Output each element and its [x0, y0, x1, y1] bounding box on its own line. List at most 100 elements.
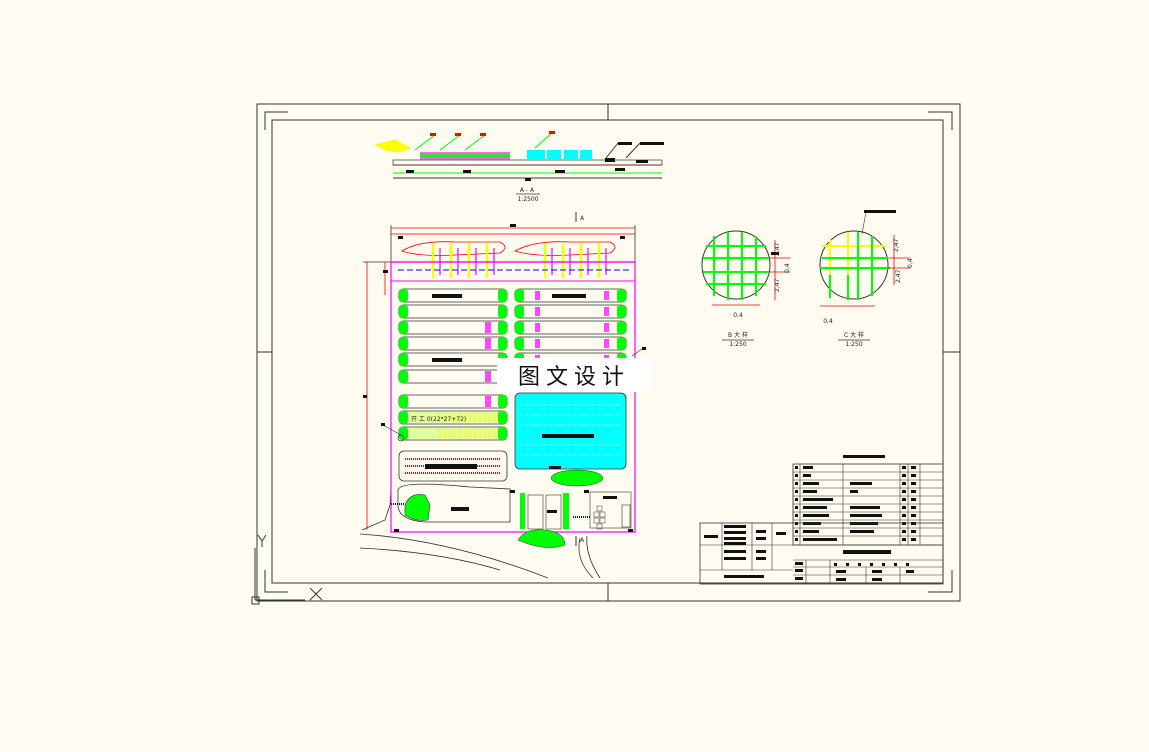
storage-yards: 开 工 0(22*27+72)	[398, 288, 627, 441]
yard-row	[514, 288, 627, 303]
yard-label-bar	[552, 294, 586, 298]
title-block-cell	[803, 530, 819, 533]
title-block-cell	[902, 498, 906, 501]
yard-label-bar	[432, 294, 462, 298]
yard-end	[399, 370, 408, 383]
yard-end	[498, 411, 507, 424]
title-block-cell	[902, 538, 906, 541]
detail-c-dim-bottom: 0,4	[823, 318, 833, 325]
yard-crane	[535, 291, 540, 300]
ship-berths	[391, 241, 635, 282]
section-marker-bottom: A	[580, 537, 585, 544]
detail-b-dim-mid: 2,47	[774, 278, 781, 292]
title-block-cell	[902, 474, 906, 477]
car-yard	[398, 450, 508, 482]
title-block-cell	[902, 490, 906, 493]
yard-crane	[604, 323, 609, 332]
title-block-cell	[911, 490, 916, 493]
yard-end	[498, 305, 507, 318]
title-block-cell	[803, 490, 817, 493]
gate-area	[391, 483, 632, 548]
yard-end	[515, 321, 524, 334]
detail-b-dim-bottom: 0,4	[733, 312, 743, 319]
yard-end	[617, 337, 626, 350]
title-block-cell	[911, 466, 916, 469]
detail-c-scale: 1:250	[845, 341, 862, 348]
ucs-icon	[251, 534, 323, 605]
yard-end	[515, 337, 524, 350]
container-yard	[514, 392, 627, 487]
title-block-cell	[850, 482, 872, 485]
yard-crane	[485, 338, 491, 349]
yard-outline	[398, 304, 508, 319]
title-block-cell	[902, 514, 906, 517]
section-a-a: A - A 1:2500	[374, 131, 664, 203]
title-block-cell	[803, 538, 837, 541]
yard-end	[498, 321, 507, 334]
title-block-cell	[902, 506, 906, 509]
yard-end	[498, 289, 507, 302]
yard-crane	[485, 371, 491, 382]
yard-row	[398, 288, 508, 303]
title-block-cell	[911, 530, 916, 533]
title-block-cell	[795, 482, 798, 485]
title-block-cell	[911, 474, 916, 477]
watermark-label: 图文设计	[497, 358, 651, 392]
title-block-cell	[803, 498, 833, 501]
yard-end	[399, 337, 408, 350]
title-block-cell	[795, 498, 798, 501]
yard-row	[398, 394, 508, 409]
section-cranes	[374, 131, 664, 181]
yard-end	[399, 321, 408, 334]
yard-end	[515, 305, 524, 318]
yard-end	[498, 427, 507, 440]
title-block-cell	[850, 506, 880, 509]
yard-end	[399, 395, 408, 408]
title-block-cell	[850, 490, 858, 493]
yard-row	[514, 320, 627, 335]
section-marker-top: A	[580, 215, 585, 222]
title-block-cell	[902, 466, 906, 469]
title-block-cell	[795, 538, 798, 541]
yard-crane	[604, 339, 609, 348]
drawing-frame	[256, 103, 961, 602]
yard-outline	[514, 320, 627, 335]
title-block-cell	[911, 482, 916, 485]
detail-b-scale: 1:250	[729, 341, 746, 348]
title-block-cell	[911, 522, 916, 525]
title-block-cell	[911, 538, 916, 541]
yard-end	[399, 427, 408, 440]
detail-b-dim-side: 0,4	[784, 263, 791, 273]
title-block-cell	[803, 482, 819, 485]
yard-fill	[408, 412, 498, 423]
title-block-cell	[803, 522, 821, 525]
yard-end	[399, 353, 408, 366]
title-block-cell	[911, 514, 916, 517]
yard-crane	[485, 396, 491, 407]
title-block-cell	[911, 506, 916, 509]
title-block-cell	[795, 474, 798, 477]
yard-crane	[535, 323, 540, 332]
detail-c-title: C 大 样	[844, 331, 864, 339]
section-label: A - A	[520, 187, 535, 194]
section-scale: 1:2500	[517, 196, 538, 203]
yard-row	[398, 410, 508, 425]
title-block-cell	[795, 466, 798, 469]
title-block-cell	[795, 506, 798, 509]
yard-end	[498, 395, 507, 408]
detail-b-title: B 大 样	[728, 331, 748, 339]
title-block	[699, 455, 944, 585]
yard-row	[514, 304, 627, 319]
title-block-cell	[850, 522, 878, 525]
access-road	[359, 533, 601, 579]
detail-c-dim-side: 0,4	[907, 258, 914, 268]
title-block-cell	[803, 514, 829, 517]
yard-crane	[485, 322, 491, 333]
title-block-cell	[911, 498, 916, 501]
title-block-cell	[902, 482, 906, 485]
detail-c-dim-mid: 2,47	[895, 269, 902, 283]
yard-end	[498, 337, 507, 350]
yard-outline	[514, 336, 627, 351]
title-block-cell	[902, 522, 906, 525]
